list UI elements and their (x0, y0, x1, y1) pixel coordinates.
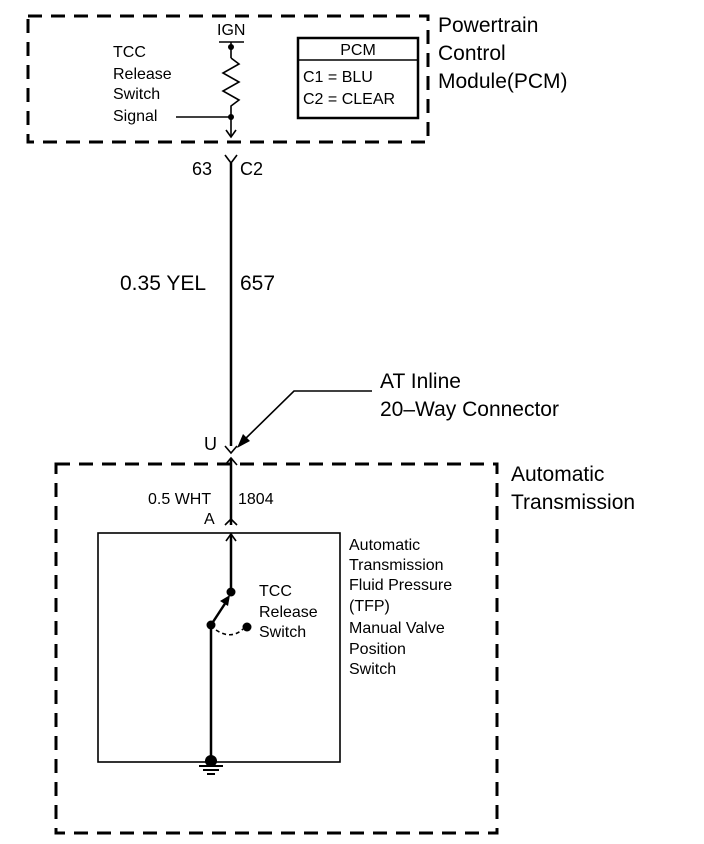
pcm-boundary (26, 14, 430, 144)
tfp-label-line6: Position (349, 641, 406, 658)
inline-connector-top (224, 445, 238, 455)
pcm-table-header: PCM (340, 42, 376, 59)
tcc-switch-blade-arrowhead (220, 595, 230, 606)
wire-657-size-color: 0.35 YEL (120, 272, 206, 295)
tfp-switch-box (97, 532, 341, 763)
signal-label-line2: Release (113, 66, 172, 83)
inline-connector-leader (239, 390, 372, 445)
tfp-label-line1: Automatic (349, 537, 420, 554)
pcm-pin-number: 63 (192, 159, 212, 179)
signal-label-line4: Signal (113, 108, 157, 125)
pcm-title-line2: Control (438, 42, 506, 65)
tcc-switch-label-line1: TCC (259, 583, 292, 600)
pcm-connector-symbol (224, 154, 238, 165)
tcc-switch-upper-contact (226, 587, 236, 597)
tcc-switch-label-line2: Release (259, 604, 318, 621)
wire-657-circuit: 657 (240, 272, 275, 295)
inline-connector-pin: U (204, 434, 217, 454)
tcc-switch-travel-arc (215, 628, 244, 636)
tcc-switch-label-line3: Switch (259, 624, 306, 641)
transmission-title-line2: Transmission (511, 491, 635, 514)
tfp-pin-a: A (204, 511, 215, 528)
inline-connector-leader-arrowhead (237, 434, 250, 448)
transmission-boundary (54, 462, 499, 835)
tfp-label-line5: Manual Valve (349, 620, 445, 637)
pcm-title-line3: Module(PCM) (438, 70, 568, 93)
pcm-pin-arrow (225, 129, 237, 139)
transmission-title-line1: Automatic (511, 463, 604, 486)
pullup-resistor (221, 57, 241, 116)
pcm-table-row1: C1 = BLU (303, 69, 373, 86)
inline-connector-label-line1: AT Inline (380, 370, 461, 393)
tfp-label-line7: Switch (349, 661, 396, 678)
ground-node (205, 755, 217, 767)
tcc-switch-alt-contact (242, 622, 252, 632)
tfp-connector-symbol (224, 517, 238, 526)
inline-connector-label-line2: 20–Way Connector (380, 398, 559, 421)
ign-label: IGN (217, 22, 245, 39)
pcm-connector-name: C2 (240, 159, 263, 179)
tfp-label-line4: (TFP) (349, 598, 390, 615)
signal-label-line1: TCC (113, 44, 146, 61)
signal-label-line3: Switch (113, 86, 160, 103)
ign-node (228, 44, 234, 50)
tfp-label-line3: Fluid Pressure (349, 577, 452, 594)
tfp-label-line2: Transmission (349, 557, 444, 574)
wire-1804-circuit: 1804 (238, 491, 274, 508)
wire-1804-size-color: 0.5 WHT (148, 491, 211, 508)
pcm-title-line1: Powertrain (438, 14, 538, 37)
pcm-connector-table (296, 36, 420, 120)
pcm-table-row2: C2 = CLEAR (303, 91, 395, 108)
